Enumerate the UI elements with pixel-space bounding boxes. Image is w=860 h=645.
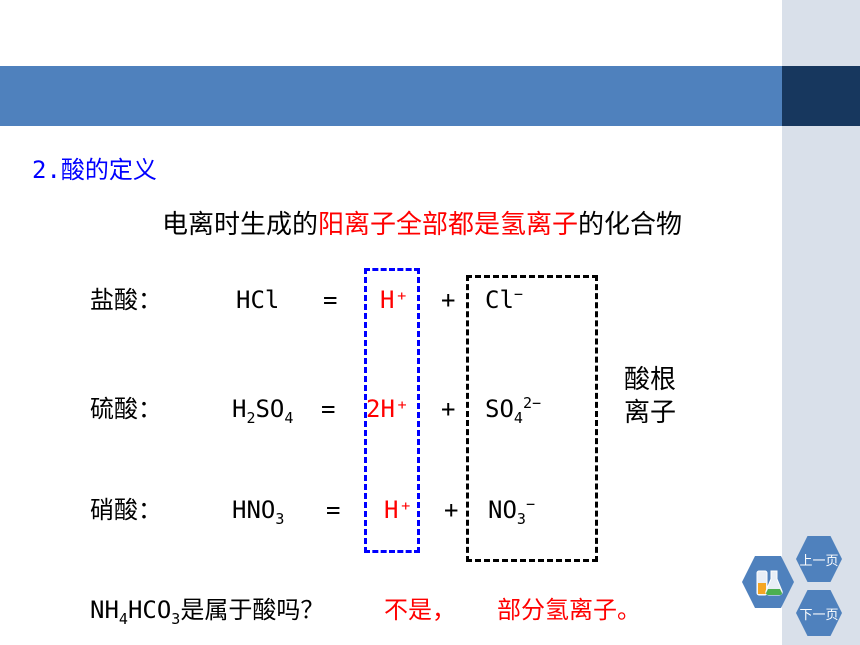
plus-sign: + bbox=[444, 496, 459, 524]
question-hco: HCO bbox=[127, 596, 172, 624]
anion-so4: SO42− bbox=[485, 394, 541, 426]
anion-cl: Cl− bbox=[485, 285, 523, 314]
question-text: NH4HCO3是属于酸吗？ bbox=[90, 596, 325, 626]
answer-partial: 部分氢离子。 bbox=[497, 596, 641, 624]
answer-no: 不是， bbox=[384, 596, 456, 624]
anion-no3: NO3− bbox=[488, 495, 535, 527]
anion-box bbox=[466, 275, 598, 562]
flask-icon-graphic bbox=[756, 570, 783, 596]
anion-so4-sub: 4 bbox=[513, 408, 523, 427]
anion-cl-symbol: Cl bbox=[485, 286, 514, 314]
cation-2h: 2H⁺ bbox=[366, 395, 410, 423]
acid-radical-label-line1: 酸根 bbox=[624, 365, 677, 395]
formula-h2so4-sub4: 4 bbox=[284, 408, 294, 427]
equals-sign: = bbox=[326, 496, 341, 524]
prev-page-button[interactable]: 上一页 bbox=[796, 536, 842, 582]
flask-icon bbox=[742, 556, 794, 608]
definition-part3: 的化合物 bbox=[578, 210, 683, 240]
plus-sign: + bbox=[441, 286, 456, 314]
cation-h: H⁺ bbox=[384, 496, 413, 524]
anion-no3-symbol: NO bbox=[488, 496, 517, 524]
formula-hno3-sub: 3 bbox=[275, 509, 285, 528]
anion-no3-sub: 3 bbox=[516, 509, 526, 528]
question-nh: NH bbox=[90, 596, 119, 624]
acid-name-hcl: 盐酸： bbox=[90, 286, 162, 314]
anion-so4-charge: 2− bbox=[522, 394, 541, 412]
equals-sign: = bbox=[321, 395, 336, 423]
formula-h2so4-so: SO bbox=[255, 395, 285, 423]
equals-sign: = bbox=[323, 286, 338, 314]
next-page-button[interactable]: 下一页 bbox=[796, 590, 842, 636]
formula-h2so4: H2SO4 bbox=[232, 395, 293, 425]
formula-hcl: HCl bbox=[236, 286, 280, 314]
question-hco-sub: 3 bbox=[171, 609, 181, 628]
anion-so4-symbol: SO bbox=[485, 395, 514, 423]
definition-part1: 电离时生成的 bbox=[162, 210, 319, 240]
question-rest: 是属于酸吗？ bbox=[180, 596, 325, 624]
acid-name-h2so4: 硫酸： bbox=[90, 395, 162, 423]
cation-box bbox=[364, 268, 420, 553]
header-band-accent bbox=[782, 66, 860, 126]
section-title: 2.酸的定义 bbox=[32, 156, 157, 184]
formula-hno3: HNO3 bbox=[232, 496, 284, 526]
acid-name-hno3: 硝酸： bbox=[90, 496, 162, 524]
anion-cl-charge: − bbox=[513, 285, 523, 303]
header-band bbox=[0, 66, 782, 126]
acid-radical-label-line2: 离子 bbox=[624, 398, 677, 428]
cation-h: H⁺ bbox=[380, 286, 409, 314]
anion-no3-charge: − bbox=[525, 495, 535, 513]
formula-hno3-main: HNO bbox=[232, 496, 276, 524]
formula-h2so4-sub2: 2 bbox=[246, 408, 256, 427]
question-nh-sub: 4 bbox=[118, 609, 128, 628]
formula-h2so4-h: H bbox=[232, 395, 247, 423]
definition-text: 电离时生成的阳离子全部都是氢离子的化合物 bbox=[162, 212, 682, 238]
plus-sign: + bbox=[441, 395, 456, 423]
definition-highlight: 阳离子全部都是氢离子 bbox=[318, 210, 579, 240]
